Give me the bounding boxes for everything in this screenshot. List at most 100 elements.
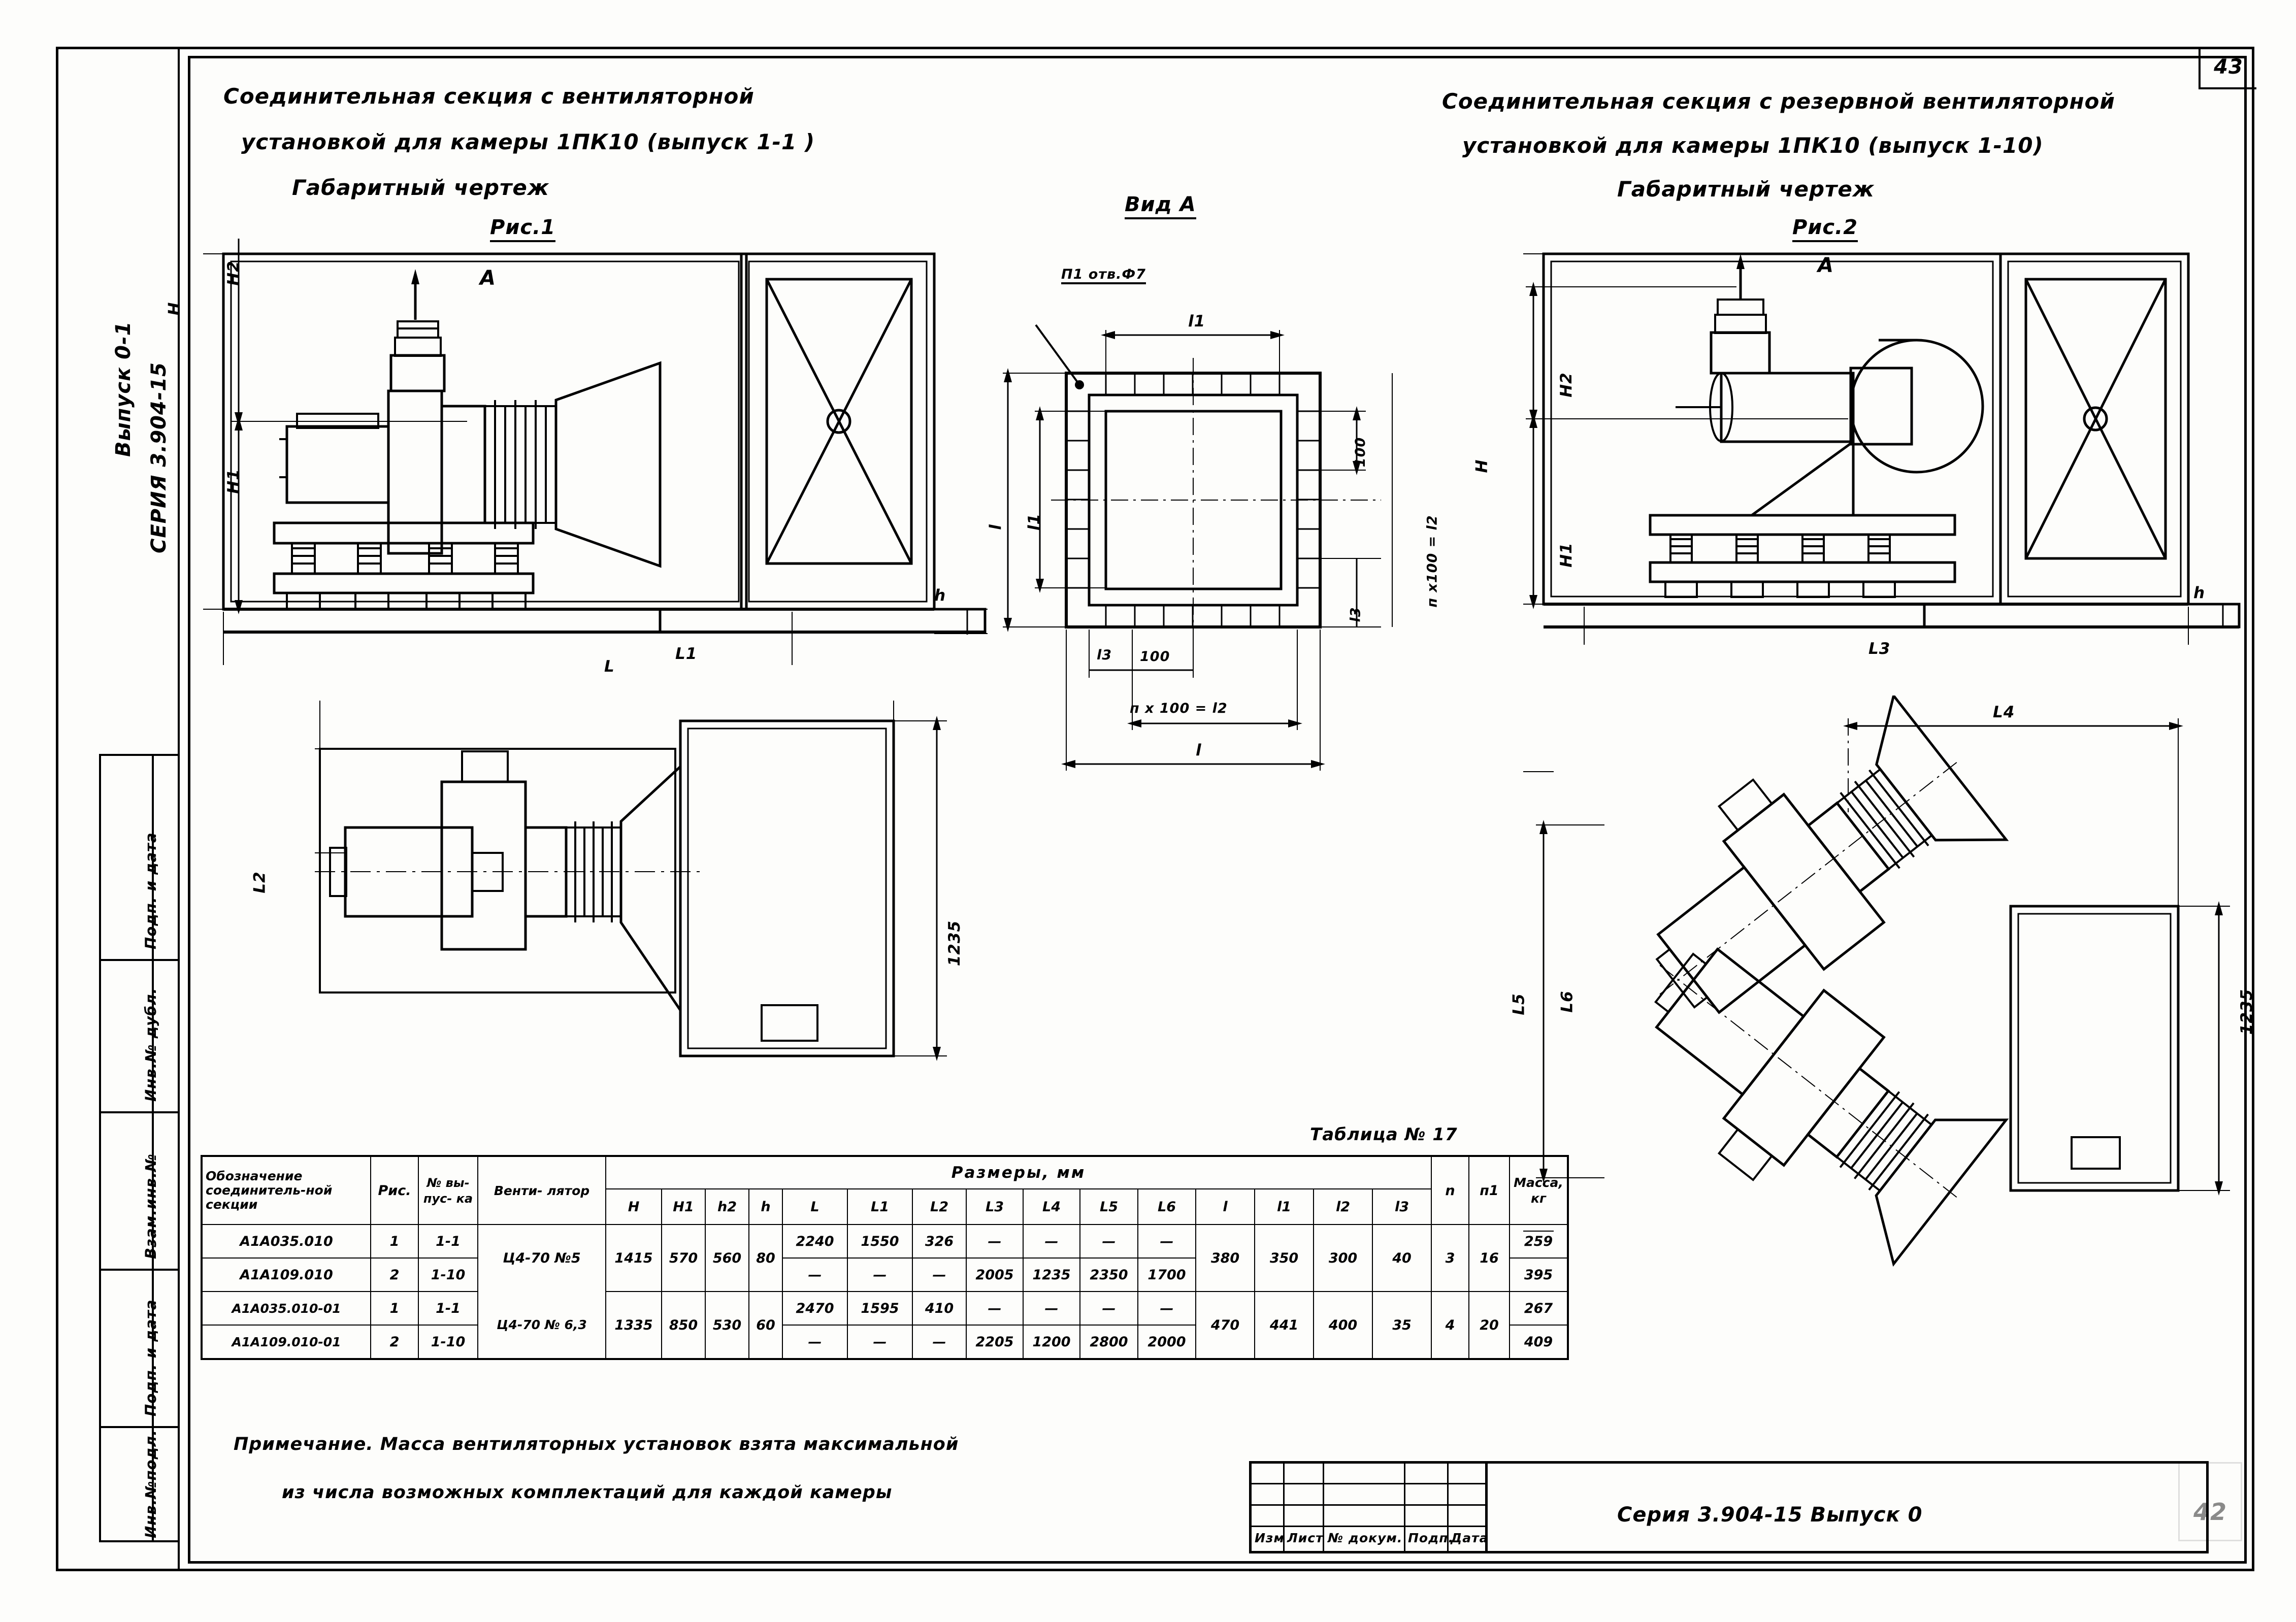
- cell-H1: 850: [669, 1317, 698, 1333]
- page-number-box: 43: [2199, 47, 2256, 89]
- th-l3: l3: [1394, 1199, 1409, 1215]
- fig2-dim-H: H: [1472, 459, 1491, 473]
- th-L4: L4: [1042, 1199, 1061, 1215]
- table-header-row-2: H H1 h2 h L L1 L2 L3 L4 L5 L6 l l1 l2 l3: [202, 1188, 1568, 1225]
- cell-L3: 2005: [975, 1267, 1014, 1283]
- fig2-plan-drawing: [1523, 696, 2230, 1267]
- table-row: А1А109.010 2 1-10 — — — 2005 1235 2350 1…: [201, 1257, 1568, 1292]
- th-L6: L6: [1158, 1199, 1176, 1215]
- fig1-dim-H2: H2: [224, 260, 243, 286]
- cell-L5: —: [1102, 1233, 1116, 1249]
- cell-l3: 35: [1392, 1317, 1412, 1333]
- cell-L1: 1550: [861, 1233, 899, 1249]
- fig1-dim-L1: L1: [675, 645, 698, 663]
- th-issue: № вы- пус- ка: [423, 1176, 473, 1206]
- title-col-docnum: № докум.: [1328, 1531, 1403, 1545]
- view-a-dim-l1-top: l1: [1188, 312, 1206, 330]
- fig2-title-line3: Габаритный чертеж: [1617, 177, 1875, 202]
- bottom-corner-number: 42: [2193, 1498, 2227, 1526]
- fig1-section-arrow-label: А: [480, 267, 496, 290]
- cell-mass: 409: [1524, 1334, 1553, 1350]
- cell-L: —: [808, 1334, 822, 1350]
- cell-L2: —: [932, 1267, 946, 1283]
- fig1-title-line1: Соединительная секция с вентиляторной: [223, 84, 755, 109]
- cell-mass: 395: [1524, 1267, 1553, 1283]
- stamp-row-1: Инв.№ дубл.: [142, 987, 159, 1102]
- title-col-list: Лист: [1287, 1531, 1324, 1545]
- cell-h2: 560: [712, 1250, 742, 1266]
- cell-L1: —: [873, 1267, 887, 1283]
- page-number: 43: [2214, 55, 2243, 79]
- table-row: А1А109.010-01 2 1-10 — — — 2205 1200 280…: [201, 1325, 1568, 1360]
- cell-mass: 259: [1524, 1233, 1553, 1249]
- th-L: L: [810, 1199, 819, 1215]
- cell-mass: 267: [1524, 1300, 1553, 1316]
- frame-top: [56, 47, 2254, 49]
- cell-fig: 2: [389, 1267, 400, 1283]
- cell-designation: А1А035.010-01: [232, 1301, 341, 1316]
- th-L3: L3: [986, 1199, 1004, 1215]
- cell-fan: Ц4-70 №5: [503, 1250, 581, 1266]
- cell-H: 1335: [614, 1317, 653, 1333]
- cell-H1: 570: [669, 1250, 698, 1266]
- cell-fan: Ц4-70 № 6,3: [497, 1317, 587, 1332]
- issue-label: Выпуск 0-1: [112, 321, 135, 457]
- cell-issue: 1-1: [436, 1233, 461, 1249]
- fig2-title-line2: установкой для камеры 1ПК10 (выпуск 1-10…: [1462, 133, 2044, 158]
- cell-fig: 2: [389, 1334, 400, 1350]
- fig2-dim-L4: L4: [1993, 703, 2015, 721]
- stamp-row-0: Подп. и дата: [142, 832, 159, 949]
- title-col-izm: Изм: [1255, 1531, 1285, 1545]
- cell-L5: —: [1102, 1300, 1116, 1316]
- title-block: Изм Лист № докум. Подп. Дата Серия 3.904…: [1249, 1461, 2209, 1553]
- th-L2: L2: [930, 1199, 948, 1215]
- bottom-corner-box: 42: [2178, 1462, 2242, 1541]
- cell-n: 3: [1445, 1250, 1455, 1266]
- cell-L6: —: [1160, 1300, 1174, 1316]
- cell-L5: 2350: [1090, 1267, 1128, 1283]
- th-n1: п1: [1480, 1182, 1499, 1199]
- stamp-row-4: Инв.№подл.: [142, 1429, 159, 1538]
- cell-L3: —: [988, 1300, 1002, 1316]
- th-l2: l2: [1335, 1199, 1351, 1215]
- cell-issue: 1-10: [431, 1267, 466, 1283]
- cell-L2: 410: [925, 1300, 954, 1316]
- view-a-dim-100-right: 100: [1353, 437, 1369, 468]
- fig2-section-arrow-label: А: [1818, 254, 1834, 277]
- frame-bottom: [56, 1569, 2254, 1571]
- th-designation-l1: Обозначение соединитель-ной секции: [206, 1169, 333, 1212]
- left-strip-divider: [178, 47, 180, 1571]
- cell-l1: 350: [1269, 1250, 1299, 1266]
- note-line-1: Примечание. Масса вентиляторных установо…: [234, 1434, 959, 1454]
- cell-L1: —: [873, 1334, 887, 1350]
- fig2-elevation-drawing: [1523, 252, 2241, 645]
- view-a-dim-l-left: l: [986, 524, 1005, 530]
- cell-L1: 1595: [861, 1300, 899, 1316]
- cell-L3: 2205: [975, 1334, 1014, 1350]
- cell-h: 80: [756, 1250, 775, 1266]
- cell-n1: 16: [1480, 1250, 1499, 1266]
- table-row: А1А035.010-01 1 1-1 Ц4-70 № 6,3 1335 850…: [201, 1291, 1568, 1360]
- cell-L: 2240: [796, 1233, 834, 1249]
- th-fan: Венти- лятор: [494, 1183, 590, 1198]
- cell-fig: 1: [389, 1233, 400, 1249]
- fig1-dim-L2: L2: [250, 871, 269, 893]
- th-L1: L1: [871, 1199, 889, 1215]
- cell-designation: А1А109.010: [240, 1267, 333, 1283]
- view-a-dim-formula-right: п х100 = l2: [1424, 515, 1440, 608]
- cell-L6: 1700: [1147, 1267, 1186, 1283]
- fig1-caption: Рис.1: [490, 216, 556, 242]
- view-a-dim-l3-right: l3: [1348, 607, 1364, 622]
- cell-L4: —: [1044, 1300, 1059, 1316]
- inner-frame: [188, 56, 2247, 1564]
- view-a-hole-note: П1 отв.Ф7: [1061, 267, 1146, 284]
- th-mass: Масса, кг: [1514, 1175, 1563, 1206]
- cell-L5: 2800: [1090, 1334, 1128, 1350]
- fig1-dim-H: H: [165, 302, 184, 316]
- fig1-plan-drawing: [315, 701, 947, 1061]
- fig1-dim-h: h: [934, 586, 946, 605]
- table-body: А1А035.010 1 1-1 Ц4-70 №5 1415 570 560 8…: [201, 1224, 1568, 1360]
- cell-fig: 1: [389, 1300, 400, 1316]
- view-a-dim-100-bottom: 100: [1140, 649, 1170, 665]
